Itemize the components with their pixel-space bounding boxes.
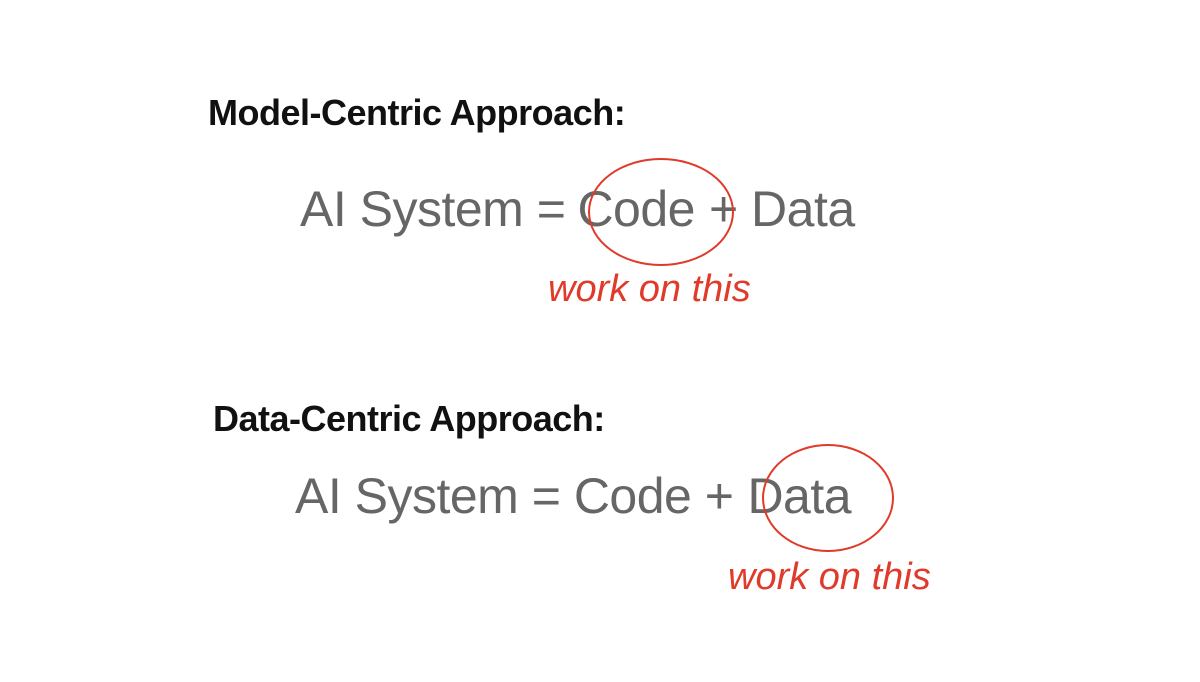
- model-centric-heading: Model-Centric Approach:: [208, 92, 626, 133]
- model-centric-equation: AI System =Code+ Data: [300, 180, 855, 238]
- data-centric-heading: Data-Centric Approach:: [213, 398, 605, 439]
- highlight-circle-code: [588, 158, 734, 266]
- highlight-circle-data: [762, 444, 894, 552]
- model-centric-note: work on this: [548, 268, 751, 310]
- equation-left: AI System =: [300, 181, 566, 237]
- equation-left: AI System = Code +: [295, 468, 734, 524]
- data-centric-note: work on this: [728, 556, 931, 598]
